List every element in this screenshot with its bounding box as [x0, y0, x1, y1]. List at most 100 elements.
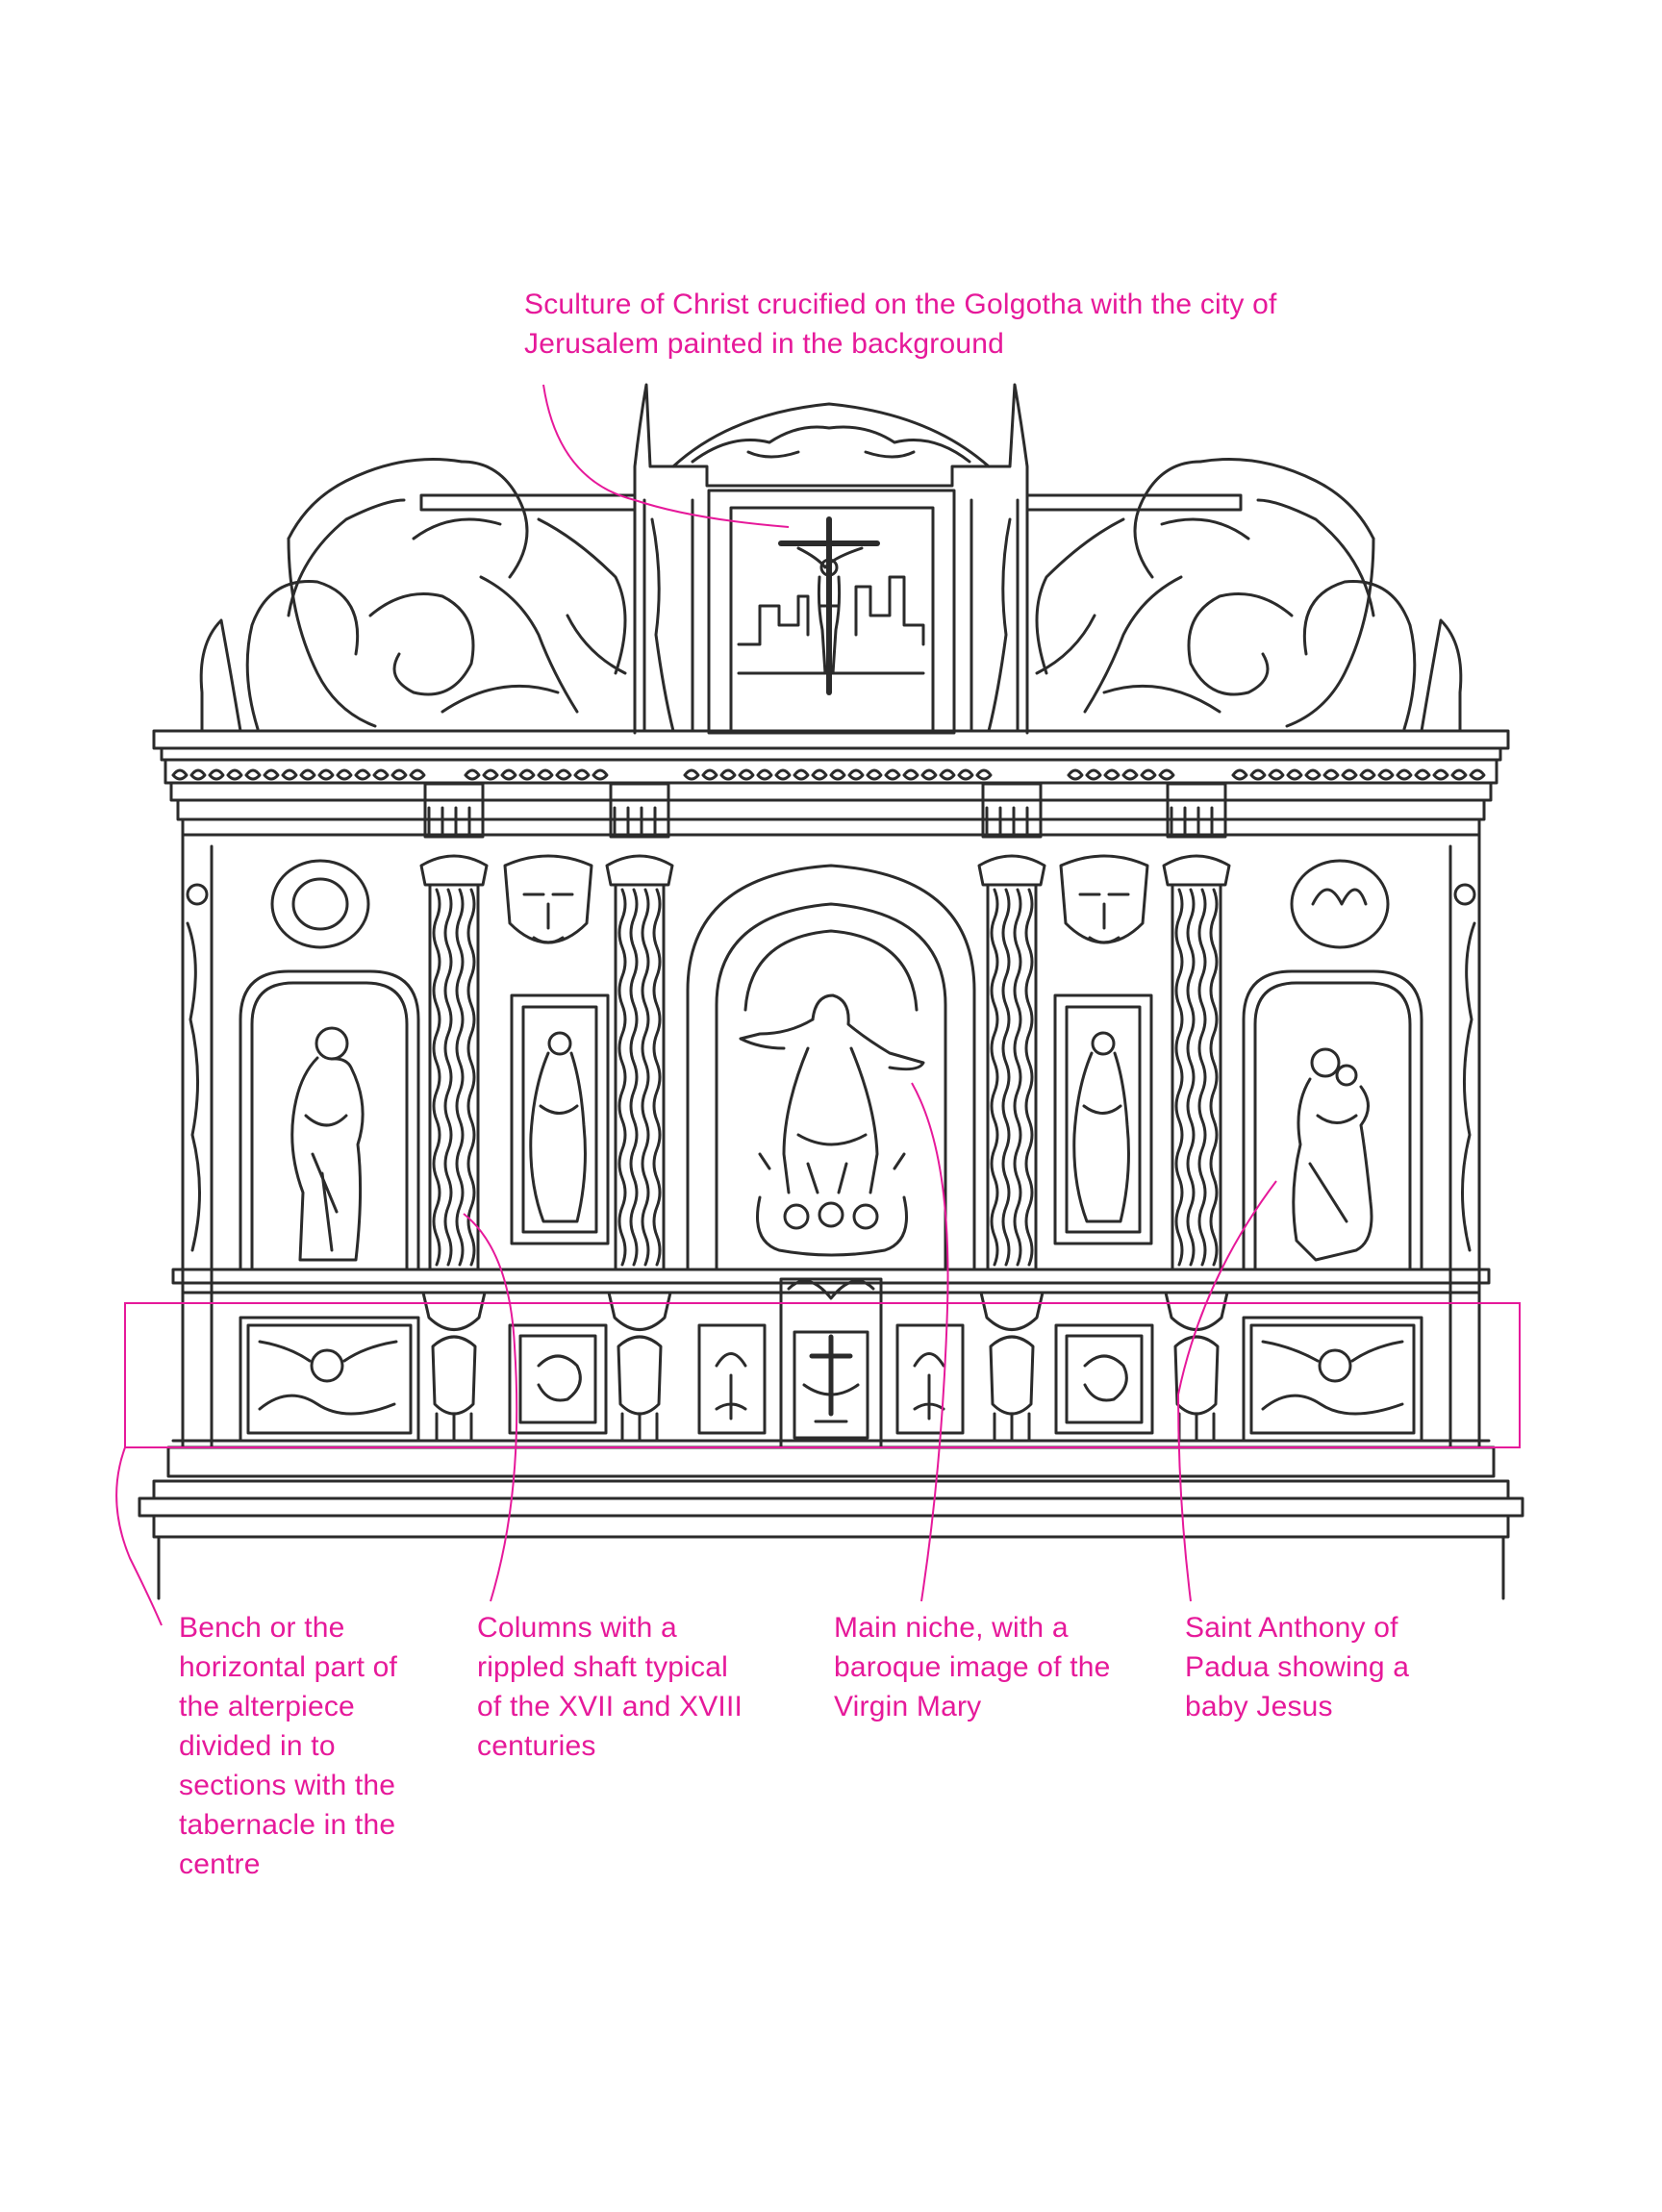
annotation-main-niche: Main niche, with a baroque image of the … — [834, 1608, 1111, 1726]
columns-leader-line — [463, 1213, 518, 1602]
dentil — [500, 768, 517, 781]
dentil — [482, 768, 499, 781]
annotation-line: centuries — [477, 1730, 596, 1762]
niche-leader-line — [911, 1082, 949, 1602]
attic-crest — [199, 458, 1463, 733]
annotation-line: Virgin Mary — [834, 1691, 982, 1722]
dentil — [1121, 768, 1139, 781]
dentil — [793, 768, 810, 781]
annotation-line: Columns with a — [477, 1612, 677, 1644]
dentil — [939, 768, 956, 781]
annotation-line: tabernacle in the — [179, 1809, 396, 1841]
annotation-line: Padua showing a — [1185, 1651, 1410, 1683]
annotation-line: baby Jesus — [1185, 1691, 1333, 1722]
dentil — [1469, 768, 1486, 781]
dentil — [171, 768, 189, 781]
dentil — [189, 768, 207, 781]
dentil — [1067, 768, 1084, 781]
annotation-line: Main niche, with a — [834, 1612, 1069, 1644]
dentil — [372, 768, 390, 781]
dentil — [226, 768, 243, 781]
dentil — [1341, 768, 1358, 781]
dentil — [537, 768, 554, 781]
dentil — [884, 768, 901, 781]
dentil — [354, 768, 371, 781]
dentil — [1158, 768, 1175, 781]
dentil — [409, 768, 426, 781]
dentil — [263, 768, 280, 781]
dentil — [920, 768, 938, 781]
dentil — [1231, 768, 1248, 781]
dentil — [811, 768, 828, 781]
dentil — [281, 768, 298, 781]
annotation-line: Sculture of Christ crucified on the Golg… — [524, 289, 1277, 320]
dentil — [390, 768, 408, 781]
dentil — [1286, 768, 1303, 781]
dentil — [774, 768, 792, 781]
dentil — [1377, 768, 1395, 781]
dentil — [957, 768, 974, 781]
dentil — [317, 768, 335, 781]
plinth — [138, 1479, 1524, 1600]
dentil — [738, 768, 755, 781]
annotation-line: baroque image of the — [834, 1651, 1111, 1683]
dentil — [1322, 768, 1340, 781]
annotation-bench: Bench or the horizontal part of the alte… — [179, 1608, 397, 1884]
rippled-columns — [419, 782, 1231, 1443]
bench-highlight-box — [124, 1302, 1521, 1448]
outer-niches — [239, 969, 1423, 1271]
rippled-column — [605, 782, 674, 1443]
annotation-line: rippled shaft typical — [477, 1651, 729, 1683]
dentil — [336, 768, 353, 781]
entablature — [152, 729, 1510, 837]
rippled-column — [977, 782, 1046, 1443]
dentil — [756, 768, 773, 781]
annotation-line: Bench or the — [179, 1612, 345, 1644]
dentil — [902, 768, 919, 781]
dentil — [975, 768, 993, 781]
annotation-line: Saint Anthony of — [1185, 1612, 1398, 1644]
dentil — [1396, 768, 1413, 781]
annotation-line: the alterpiece — [179, 1691, 355, 1722]
annotation-overlay — [115, 384, 1521, 1626]
dentil — [1249, 768, 1267, 781]
rippled-column — [1162, 782, 1231, 1443]
annotation-columns: Columns with a rippled shaft typical of … — [477, 1608, 743, 1766]
dentil — [1140, 768, 1157, 781]
annotation-line: Jerusalem painted in the background — [524, 328, 1004, 360]
dentil — [1359, 768, 1376, 781]
anthony-leader-line — [1176, 1180, 1277, 1602]
dentil — [701, 768, 718, 781]
dentil — [1432, 768, 1449, 781]
bench-cornice — [171, 1268, 1491, 1295]
dentil — [683, 768, 700, 781]
outer-frame — [181, 833, 1481, 1449]
dentil — [555, 768, 572, 781]
inner-niches — [510, 993, 1153, 1245]
dentil — [464, 768, 481, 781]
dentil — [1085, 768, 1102, 781]
bench-leader-line — [115, 1446, 163, 1626]
dentil — [518, 768, 536, 781]
dentil — [573, 768, 591, 781]
annotation-crucifixion: Sculture of Christ crucified on the Golg… — [524, 285, 1277, 364]
dentil — [1304, 768, 1322, 781]
dentil — [208, 768, 225, 781]
annotation-line: horizontal part of — [179, 1651, 398, 1683]
dentil-row — [171, 768, 1486, 781]
annotation-line: divided in to — [179, 1730, 336, 1762]
dentil — [1450, 768, 1468, 781]
dentil — [244, 768, 262, 781]
top-leader-line — [542, 384, 790, 528]
dentil — [1103, 768, 1121, 781]
annotation-line: sections with the — [179, 1770, 396, 1801]
dentil — [829, 768, 846, 781]
dentil — [299, 768, 316, 781]
dentil — [719, 768, 737, 781]
dentil — [866, 768, 883, 781]
annotation-line: of the XVII and XVIII — [477, 1691, 743, 1722]
upper-cartouches — [270, 854, 1390, 949]
dentil — [592, 768, 609, 781]
